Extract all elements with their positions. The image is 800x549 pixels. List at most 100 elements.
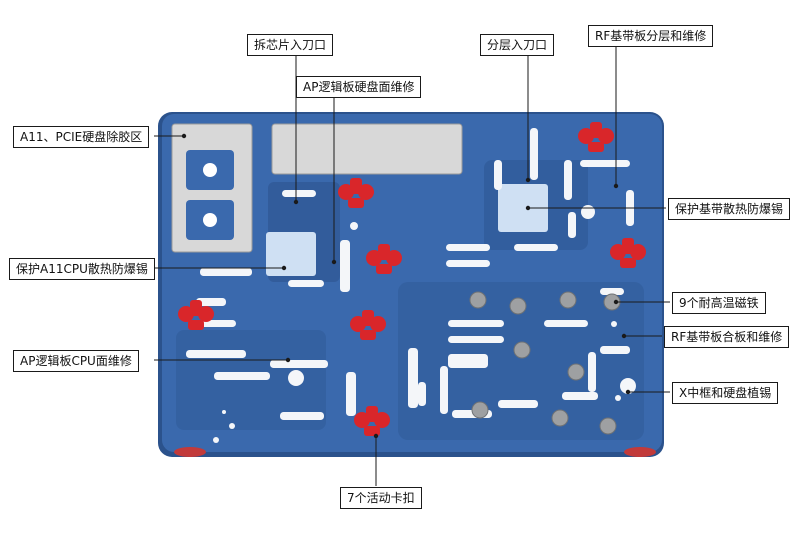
movable-clip-2 [366, 244, 402, 274]
clip-part [190, 300, 202, 316]
slot-13 [514, 244, 558, 251]
movable-clip-3 [178, 300, 214, 330]
hole-2 [581, 205, 595, 219]
steel-plate-top [271, 123, 463, 175]
leader-dot-baseband-protect [525, 205, 531, 211]
slot-8 [340, 240, 350, 292]
slot-2 [200, 268, 252, 276]
slot-7 [270, 360, 328, 368]
leader-dot-clips [373, 433, 379, 439]
leader-dot-ap-cpu-side [285, 357, 291, 363]
magnet-2 [509, 297, 527, 315]
clip-part [350, 178, 362, 194]
label-baseband-protect: 保护基带散热防爆锡 [668, 198, 791, 220]
slot-23 [448, 336, 504, 343]
rubber-foot-right [624, 447, 656, 457]
magnet-5 [513, 341, 531, 359]
slot-10 [346, 372, 356, 416]
leader-dot-ap-logic-disk [331, 259, 337, 265]
steel-hole-1 [203, 163, 217, 177]
slot-20 [448, 320, 504, 327]
slot-32 [288, 280, 324, 287]
clip-part [622, 238, 634, 254]
magnet-3 [559, 291, 577, 309]
movable-clip-4 [350, 310, 386, 340]
clip-part [376, 264, 392, 274]
heat-pad-baseband [498, 184, 548, 232]
magnet-group [469, 291, 621, 435]
slot-27 [498, 400, 538, 408]
clip-part [364, 426, 380, 436]
slot-group [186, 128, 634, 420]
slot-9 [408, 348, 418, 408]
slot-4 [186, 350, 246, 358]
magnet-7 [567, 363, 585, 381]
slot-5 [214, 372, 270, 380]
hole-4 [350, 222, 358, 230]
rubber-foot-left [174, 447, 206, 457]
clip-part [378, 244, 390, 260]
label-ap-cpu-side: AP逻辑板CPU面维修 [13, 350, 139, 372]
label-clips: 7个活动卡扣 [340, 487, 422, 509]
slot-6 [280, 412, 324, 420]
clip-part [620, 258, 636, 268]
slot-14 [530, 128, 538, 180]
slot-24 [440, 366, 448, 414]
leader-dot-magnets [613, 299, 619, 305]
hole-8 [611, 321, 617, 327]
heat-pad-a11cpu [266, 232, 316, 276]
slot-28 [562, 392, 598, 400]
leader-dot-a11-pcie [181, 133, 187, 139]
label-a11cpu-protect: 保护A11CPU散热防爆锡 [9, 258, 155, 280]
slot-3 [196, 298, 226, 306]
hole-7 [213, 437, 219, 443]
clip-part [362, 310, 374, 326]
hole-6 [222, 410, 226, 414]
slot-21 [544, 320, 588, 327]
slot-11 [446, 244, 490, 251]
steel-hole-2 [203, 213, 217, 227]
hole-3 [620, 378, 636, 394]
clip-group [178, 122, 646, 436]
leader-dot-rf-combine-repair [621, 333, 627, 339]
clip-part [348, 198, 364, 208]
magnet-9 [551, 409, 569, 427]
slot-29 [588, 352, 596, 392]
leader-dot-x-frame-disk [625, 389, 631, 395]
clip-part [366, 406, 378, 422]
label-magnets: 9个耐高温磁铁 [672, 292, 766, 314]
slot-15 [494, 160, 502, 190]
label-x-frame-disk: X中框和硬盘植锡 [672, 382, 779, 404]
slot-25 [448, 354, 488, 368]
hole-9 [615, 395, 621, 401]
slot-30 [600, 288, 624, 295]
movable-clip-1 [338, 178, 374, 208]
magnet-6 [471, 401, 489, 419]
clip-part [360, 330, 376, 340]
leader-dot-layer-knife [525, 177, 531, 183]
magnet-1 [469, 291, 487, 309]
slot-1 [282, 190, 316, 197]
label-rf-layer-repair: RF基带板分层和维修 [588, 25, 714, 47]
movable-clip-7 [610, 238, 646, 268]
movable-clip-5 [354, 406, 390, 436]
label-chip-removal: 拆芯片入刀口 [247, 34, 334, 56]
leader-dot-chip-removal [293, 199, 299, 205]
label-rf-combine-repair: RF基带板合板和维修 [664, 326, 790, 348]
slot-18 [568, 212, 576, 238]
slot-12 [446, 260, 490, 267]
movable-clip-6 [578, 122, 614, 152]
leader-dot-rf-layer-repair [613, 183, 619, 189]
magnet-8 [599, 417, 617, 435]
hole-5 [229, 423, 235, 429]
slot-17 [580, 160, 630, 167]
slot-16 [564, 160, 572, 200]
label-a11-pcie: A11、PCIE硬盘除胶区 [13, 126, 150, 148]
hole-1 [288, 370, 304, 386]
label-layer-knife: 分层入刀口 [480, 34, 555, 56]
clip-part [590, 122, 602, 138]
slot-22 [600, 346, 630, 354]
clip-part [188, 320, 204, 330]
